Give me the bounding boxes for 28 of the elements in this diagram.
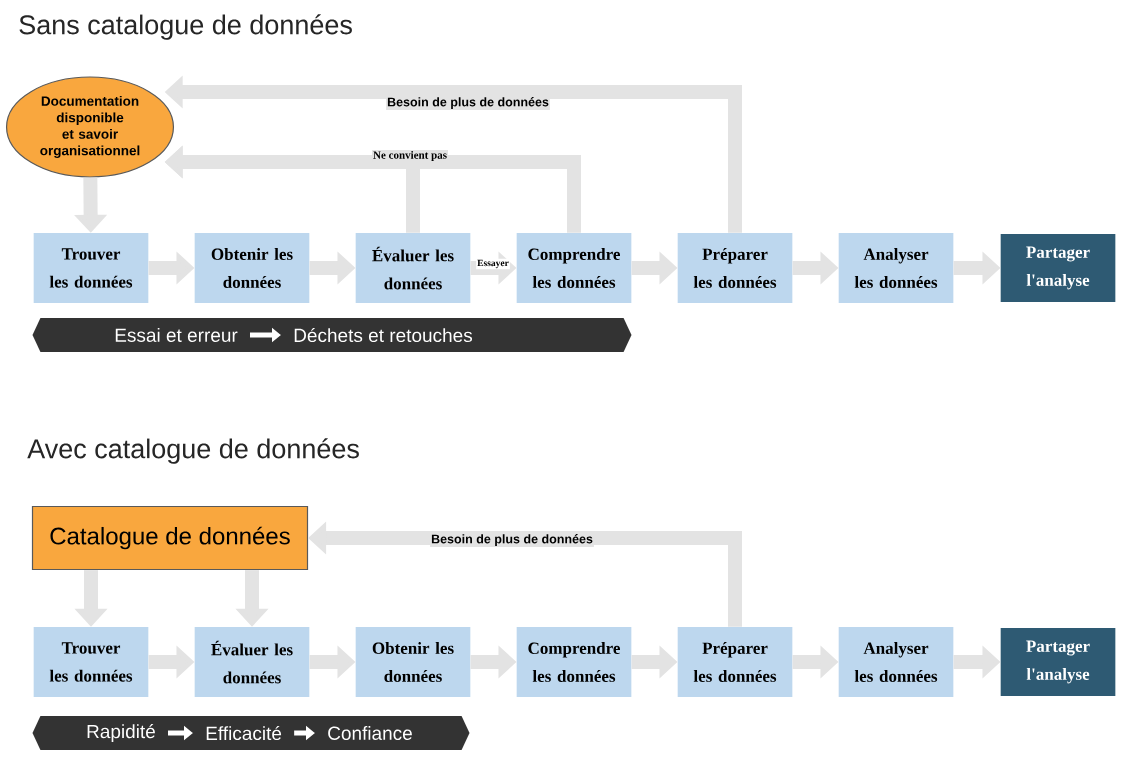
edge-label: Besoin de plus de données: [386, 96, 550, 110]
process-box: Préparer les données: [677, 233, 793, 303]
process-box: Comprendre les données: [516, 627, 632, 697]
process-box: Trouver les données: [33, 627, 149, 697]
process-box: Préparer les données: [677, 627, 793, 697]
edge-label: Besoin de plus de données: [430, 533, 594, 547]
banner: [32, 716, 470, 750]
catalog-box: Catalogue de données: [31, 505, 309, 571]
process-box: Comprendre les données: [516, 233, 632, 303]
banner-text: Efficacité: [206, 725, 282, 741]
banner-text: Confiance: [328, 726, 412, 740]
process-box: Obtenir les données: [355, 627, 471, 697]
edge-label: Ne convient pas: [372, 150, 448, 162]
banner-text: Déchets et retouches: [294, 327, 473, 343]
process-box: Évaluer les données: [355, 233, 471, 303]
banner-text: Rapidité: [87, 724, 155, 742]
process-box: Analyser les données: [838, 233, 954, 303]
edge-label: Essayer: [476, 258, 510, 270]
process-box: Partager l'analyse: [1000, 234, 1116, 302]
process-box: Évaluer les données: [194, 627, 310, 697]
process-box: Analyser les données: [838, 627, 954, 697]
banner: [32, 318, 632, 352]
banner-text: Essai et erreur: [115, 328, 238, 342]
section-heading: Sans catalogue de données: [19, 14, 352, 40]
process-box: Trouver les données: [33, 233, 149, 303]
process-box: Partager l'analyse: [1000, 628, 1116, 696]
section-heading: Avec catalogue de données: [27, 438, 359, 464]
process-box: Obtenir les données: [194, 233, 310, 303]
